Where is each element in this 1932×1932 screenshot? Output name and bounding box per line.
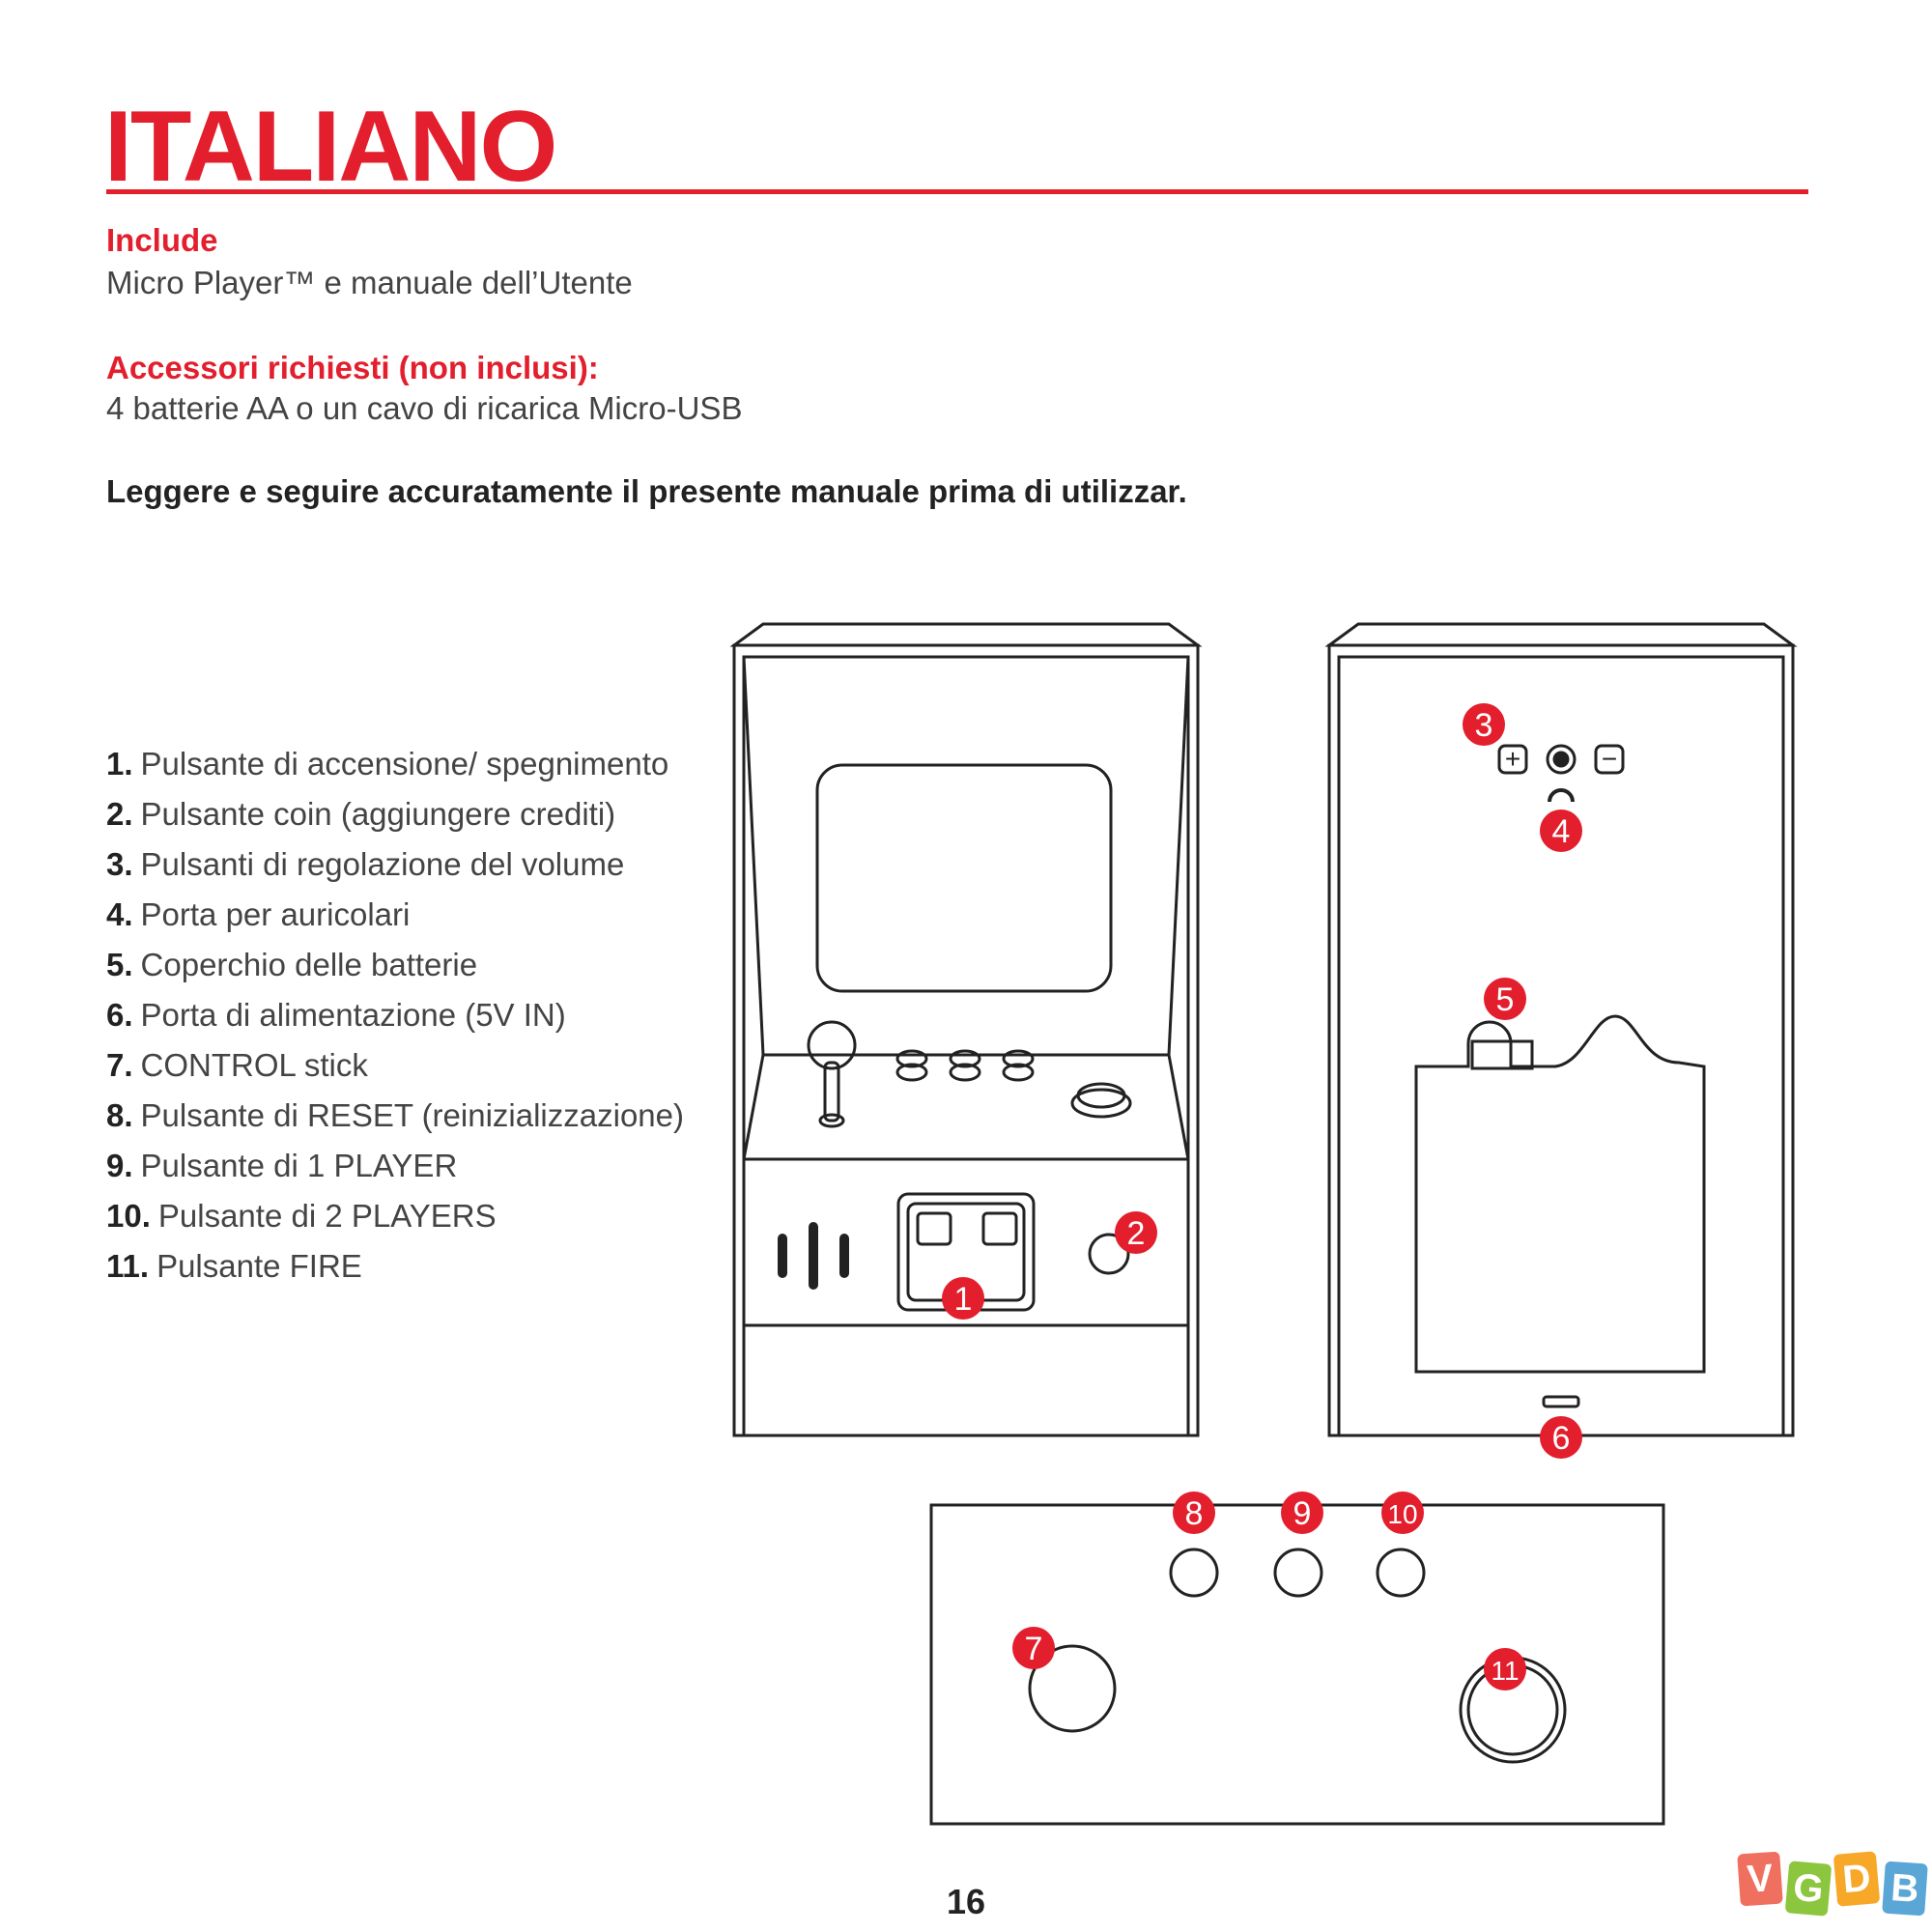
title-underline bbox=[106, 189, 1808, 194]
part-item: 4.Porta per auricolari bbox=[106, 896, 411, 932]
front-small-buttons bbox=[895, 1049, 1035, 1082]
battery-cover bbox=[1414, 1014, 1706, 1374]
read-manual-notice: Leggere e seguire accuratamente il prese… bbox=[106, 473, 1187, 509]
callout-9: 9 bbox=[1281, 1492, 1323, 1534]
back-view: + − bbox=[1324, 622, 1798, 1437]
svg-text:1: 1 bbox=[954, 1281, 973, 1318]
part-item: 5.Coperchio delle batterie bbox=[106, 947, 478, 982]
volume-minus-icon bbox=[1594, 744, 1625, 775]
two-players-button-icon bbox=[1376, 1548, 1426, 1598]
front-cabinet-inner bbox=[742, 655, 1190, 1437]
callout-2: 2 bbox=[1115, 1211, 1157, 1254]
callout-10: 10 bbox=[1381, 1492, 1424, 1534]
svg-text:8: 8 bbox=[1185, 1495, 1204, 1532]
front-view bbox=[729, 622, 1203, 1437]
logo-letter: V bbox=[1737, 1851, 1783, 1907]
callout-3: 3 bbox=[1463, 703, 1505, 746]
speaker-grill bbox=[778, 1222, 849, 1290]
logo-letter: D bbox=[1833, 1851, 1881, 1907]
includes-heading: Include bbox=[106, 222, 218, 258]
svg-text:3: 3 bbox=[1475, 707, 1493, 744]
part-item: 7.CONTROL stick bbox=[106, 1047, 368, 1083]
joystick-icon bbox=[807, 1020, 857, 1128]
callout-6: 6 bbox=[1540, 1416, 1582, 1459]
part-item: 10.Pulsante di 2 PLAYERS bbox=[106, 1198, 497, 1234]
part-item: 6.Porta di alimentazione (5V IN) bbox=[106, 997, 566, 1033]
parts-list: 1.Pulsante di accensione/ spegnimento 2.… bbox=[106, 739, 724, 1292]
power-port-icon bbox=[1542, 1395, 1580, 1408]
headphone-jack-icon bbox=[1552, 751, 1570, 768]
volume-minus-symbol: − bbox=[1602, 744, 1617, 774]
coin-button-icon bbox=[1088, 1233, 1130, 1275]
headphone-icon bbox=[1548, 788, 1575, 803]
page-title: ITALIANO bbox=[104, 91, 557, 203]
part-item: 1.Pulsante di accensione/ spegnimento bbox=[106, 746, 669, 781]
svg-text:7: 7 bbox=[1025, 1631, 1043, 1667]
front-screen bbox=[815, 763, 1113, 993]
svg-text:5: 5 bbox=[1496, 981, 1515, 1018]
vgdb-watermark-logo: V G D B bbox=[1737, 1851, 1932, 1917]
part-item: 2.Pulsante coin (aggiungere crediti) bbox=[106, 796, 616, 832]
volume-plus-icon bbox=[1497, 744, 1528, 775]
svg-text:6: 6 bbox=[1552, 1420, 1571, 1457]
page-number: 16 bbox=[947, 1882, 986, 1921]
svg-text:2: 2 bbox=[1127, 1215, 1146, 1252]
svg-text:10: 10 bbox=[1387, 1499, 1417, 1529]
part-item: 3.Pulsanti di regolazione del volume bbox=[106, 846, 625, 882]
front-fire-button bbox=[1070, 1082, 1132, 1119]
logo-letter: G bbox=[1784, 1861, 1833, 1917]
part-item: 11.Pulsante FIRE bbox=[106, 1248, 362, 1284]
callout-8: 8 bbox=[1173, 1492, 1215, 1534]
control-stick-icon bbox=[1028, 1644, 1117, 1733]
back-cabinet-top bbox=[1324, 622, 1798, 647]
callout-5: 5 bbox=[1484, 978, 1526, 1020]
callout-4: 4 bbox=[1540, 810, 1582, 852]
logo-letter: B bbox=[1882, 1861, 1928, 1917]
includes-text: Micro Player™ e manuale dell’Utente bbox=[106, 265, 633, 300]
callout-11: 11 bbox=[1484, 1648, 1526, 1690]
svg-text:11: 11 bbox=[1491, 1656, 1519, 1686]
callout-7: 7 bbox=[1012, 1627, 1055, 1669]
callout-markers: 1 2 3 4 5 6 7 8 9 10 11 bbox=[942, 703, 1582, 1690]
callout-1: 1 bbox=[942, 1277, 984, 1320]
accessories-heading: Accessori richiesti (non inclusi): bbox=[106, 350, 599, 385]
reset-button-icon bbox=[1169, 1548, 1219, 1598]
one-player-button-icon bbox=[1273, 1548, 1323, 1598]
front-cabinet-top bbox=[729, 622, 1203, 647]
svg-text:4: 4 bbox=[1552, 813, 1571, 850]
svg-text:9: 9 bbox=[1293, 1495, 1312, 1532]
part-item: 9.Pulsante di 1 PLAYER bbox=[106, 1148, 458, 1183]
part-item: 8.Pulsante di RESET (reinizializzazione) bbox=[106, 1097, 684, 1133]
battery-latch bbox=[1470, 1039, 1534, 1070]
accessories-text: 4 batterie AA o un cavo di ricarica Micr… bbox=[106, 390, 743, 426]
volume-plus-symbol: + bbox=[1505, 744, 1520, 774]
